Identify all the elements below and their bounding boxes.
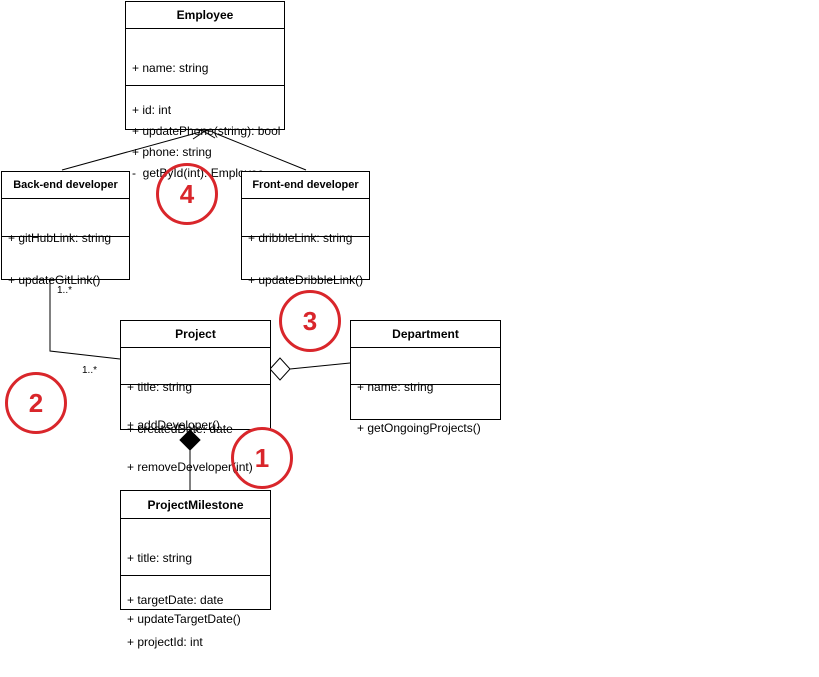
class-backend-developer[interactable]: Back-end developer + gitHubLink: string … (1, 171, 130, 287)
attributes-section: + gitHubLink: string (2, 199, 129, 245)
method: + addDeveloper() (127, 418, 221, 432)
attribute: + projectId: int (127, 635, 203, 649)
multiplicity-backend-end: 1..* (57, 285, 73, 296)
attributes-section: + title: string + targetDate: date + pro… (121, 519, 270, 649)
attribute: + name: string (132, 61, 209, 75)
methods-section: + getOngoingProjects() (351, 385, 500, 463)
methods-section: + updateTargetDate() (121, 576, 270, 654)
class-department[interactable]: Department + name: string + getOngoingPr… (350, 320, 501, 435)
attribute: + title: string (127, 551, 193, 565)
aggregation-department-project-line (289, 362, 351, 370)
attribute: + title: string (127, 380, 193, 394)
composition-diamond (179, 429, 201, 451)
attribute: + id: int (132, 103, 172, 117)
generalization-frontend-line (211, 131, 307, 171)
method: + removeDeveloper(int) (127, 460, 253, 474)
class-name: ProjectMilestone (121, 491, 270, 519)
methods-section: + addDeveloper() + removeDeveloper(int) (121, 385, 270, 502)
methods-section: + updateGitLink() (2, 237, 129, 315)
class-employee[interactable]: Employee + name: string + id: int + phon… (125, 1, 285, 180)
annotation-circle-4: 4 (156, 163, 218, 225)
attributes-section: + dribbleLink: string (242, 199, 369, 245)
association-backend-project-line (49, 280, 121, 360)
class-name: Project (121, 321, 270, 348)
class-name: Employee (126, 2, 284, 29)
attribute: + targetDate: date (127, 593, 224, 607)
method: + updateTargetDate() (127, 612, 241, 626)
annotation-circle-1: 1 (231, 427, 293, 489)
class-name: Back-end developer (2, 172, 129, 199)
annotation-circle-2: 2 (5, 372, 67, 434)
method: + updatePhone(string): bool (132, 124, 281, 138)
class-name: Front-end developer (242, 172, 369, 199)
connectors-layer (49, 128, 351, 490)
attribute: + createdDate: date (127, 422, 233, 436)
method: + updateGitLink() (8, 273, 101, 287)
attribute: + dribbleLink: string (248, 231, 353, 245)
multiplicity-project-end: 1..* (82, 365, 98, 376)
class-name: Department (351, 321, 500, 348)
attributes-section: + title: string + createdDate: date (121, 348, 270, 436)
attributes-section: + name: string (351, 348, 500, 394)
attribute: + name: string (357, 380, 434, 394)
attributes-section: + name: string + id: int + phone: string (126, 29, 284, 159)
method: + getOngoingProjects() (357, 421, 481, 435)
aggregation-diamond (269, 357, 291, 381)
class-project[interactable]: Project + title: string + createdDate: d… (120, 320, 271, 474)
attribute: + gitHubLink: string (8, 231, 112, 245)
class-frontend-developer[interactable]: Front-end developer + dribbleLink: strin… (241, 171, 370, 287)
method: + updateDribbleLink() (248, 273, 364, 287)
generalization-backend-line (61, 131, 201, 171)
class-project-milestone[interactable]: ProjectMilestone + title: string + targe… (120, 490, 271, 649)
methods-section: + updateDribbleLink() (242, 237, 369, 315)
attribute: + phone: string (132, 145, 212, 159)
annotation-circle-3: 3 (279, 290, 341, 352)
